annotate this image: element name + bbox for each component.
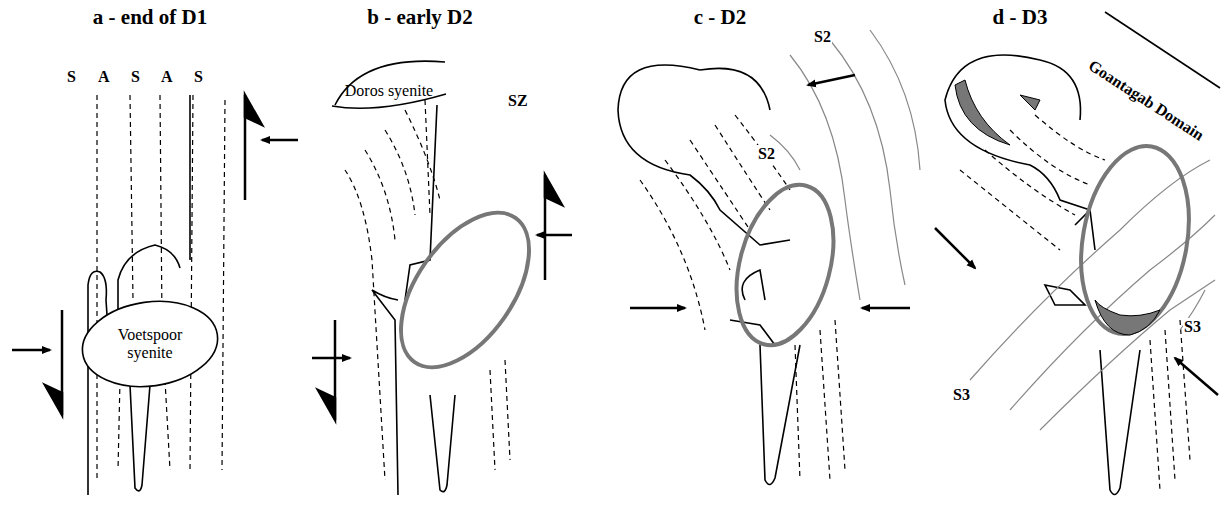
foliation-label: S3 (1183, 318, 1202, 336)
body-name: Voetspoor syenite (80, 326, 220, 361)
domain-label: Goantagab Domain (1085, 56, 1207, 144)
layer-label: A (97, 68, 111, 86)
foliation-label: S2 (757, 145, 776, 163)
panel-title: c - D2 (694, 6, 746, 29)
panel-title: d - D3 (993, 6, 1048, 29)
foliation-label: S2 (813, 28, 832, 46)
syenite-body: Voetspoor syenite (80, 300, 220, 388)
layer-label: S (67, 68, 76, 86)
foliation-label: S3 (952, 386, 971, 404)
layer-label: A (160, 68, 174, 86)
layer-label: S (130, 68, 141, 86)
panel-title: a - end of D1 (93, 6, 207, 29)
layer-label: S (193, 68, 204, 86)
syenite-body: Doros syenite (330, 48, 448, 108)
body-shape (77, 293, 223, 395)
body-name: Doros syenite (330, 82, 448, 100)
shear-zone-label: SZ (507, 92, 529, 110)
panel-title: b - early D2 (367, 6, 473, 29)
